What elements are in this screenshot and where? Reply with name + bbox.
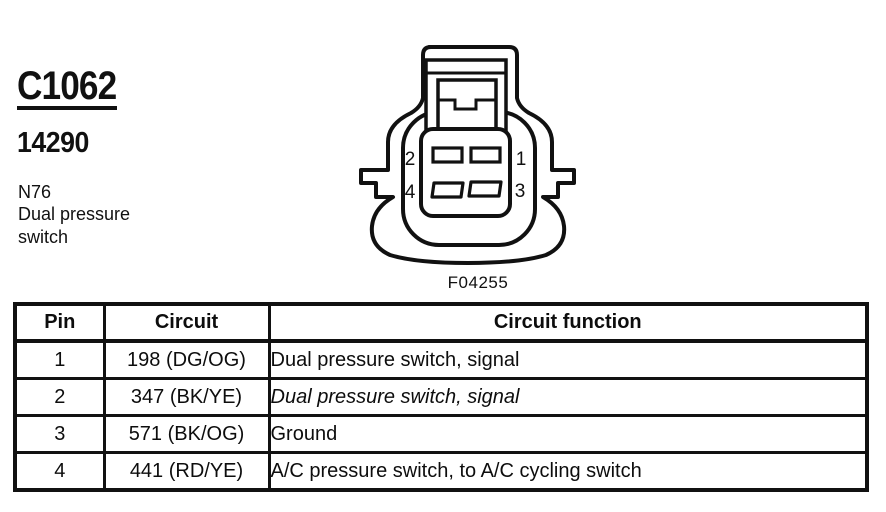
terminal-slot-3 bbox=[467, 180, 503, 198]
circuit-function-cell: Ground bbox=[267, 414, 869, 454]
terminal-slot-2 bbox=[431, 146, 464, 164]
column-header-circuit: Circuit bbox=[102, 302, 271, 343]
pin-label-4: 4 bbox=[405, 182, 416, 203]
latch-inner-window bbox=[436, 78, 498, 134]
component-code: N76 bbox=[18, 182, 52, 202]
connector-face-diagram: 2 1 4 3 bbox=[359, 45, 576, 265]
terminal-slot-4 bbox=[430, 181, 465, 199]
column-header-circuit-function: Circuit function bbox=[267, 302, 869, 343]
circuit-cell: 347 (BK/YE) bbox=[102, 377, 271, 417]
pin-label-3: 3 bbox=[515, 181, 526, 202]
terminal-slot-1 bbox=[469, 146, 502, 164]
pin-cell: 1 bbox=[13, 339, 106, 380]
circuit-cell: 198 (DG/OG) bbox=[102, 339, 271, 380]
table-header-row: Pin Circuit Circuit function bbox=[13, 302, 869, 343]
pin-cell: 3 bbox=[13, 414, 106, 454]
pin-cell: 2 bbox=[13, 377, 106, 417]
circuit-cell: 571 (BK/OG) bbox=[102, 414, 271, 454]
component-name-line2: switch bbox=[18, 227, 69, 247]
column-header-pin: Pin bbox=[13, 302, 106, 343]
figure-caption: F04255 bbox=[447, 273, 509, 292]
pin-label-2: 2 bbox=[405, 149, 416, 170]
terminal-block bbox=[419, 127, 512, 218]
component-name-line1: Dual pressure bbox=[18, 204, 131, 224]
circuit-function-cell: Dual pressure switch, signal bbox=[267, 339, 869, 380]
heading-underline bbox=[17, 106, 117, 110]
part-number-heading: 14290 bbox=[17, 127, 89, 159]
circuit-cell: 441 (RD/YE) bbox=[102, 451, 271, 492]
circuit-function-cell: A/C pressure switch, to A/C cycling swit… bbox=[267, 451, 869, 492]
pin-cell: 4 bbox=[13, 451, 106, 492]
latch-notch-line bbox=[438, 98, 496, 111]
connector-id-heading: C1062 bbox=[17, 64, 117, 108]
circuit-function-cell: Dual pressure switch, signal bbox=[267, 377, 869, 417]
pin-label-1: 1 bbox=[516, 149, 527, 170]
